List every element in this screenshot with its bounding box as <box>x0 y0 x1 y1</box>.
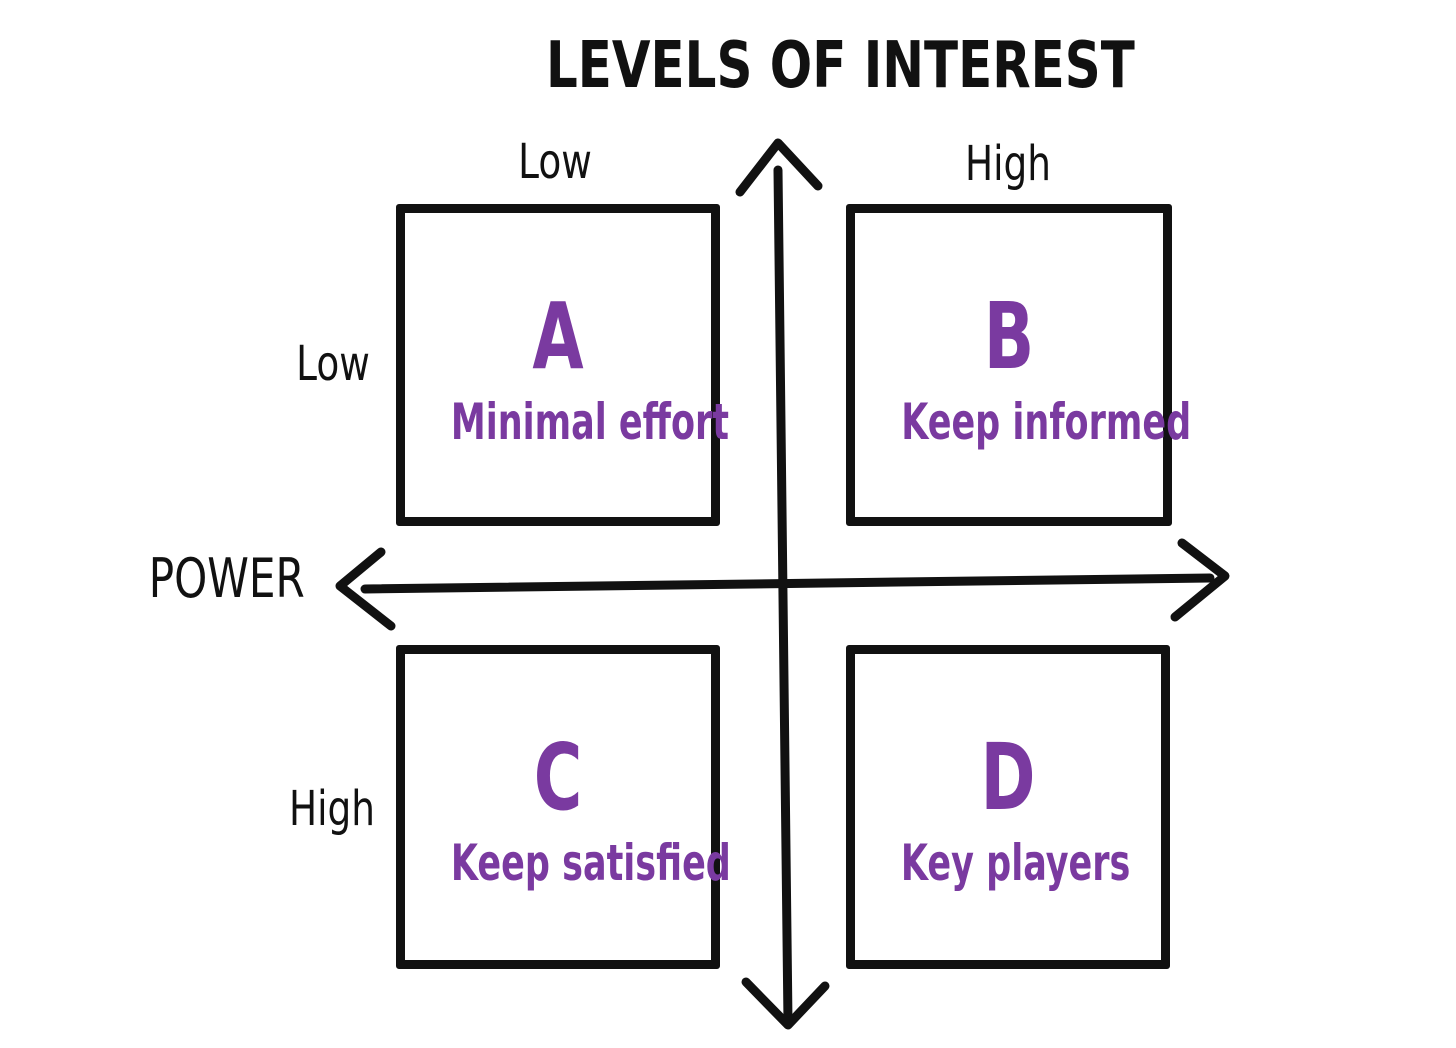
quadrant-b-letter: B <box>983 283 1035 390</box>
horizontal-axis-arrowhead-left <box>335 547 396 631</box>
diagram-title: LEVELS OF INTEREST <box>546 29 1135 103</box>
quadrant-c-label: Keep satisfied <box>450 834 731 892</box>
vertical-axis-arrowhead-up <box>735 138 823 197</box>
power-low-label: Low <box>296 336 370 392</box>
horizontal-axis-line <box>360 573 1215 594</box>
quadrant-a-letter: A <box>532 283 584 390</box>
power-high-label: High <box>288 781 376 837</box>
horizontal-axis-arrowhead-right <box>1170 538 1230 622</box>
quadrant-d-letter: D <box>980 724 1036 831</box>
power-axis-label: POWER <box>148 547 305 610</box>
interest-high-label: High <box>964 136 1052 192</box>
quadrant-d-label: Key players <box>900 834 1131 892</box>
quadrant-b-label: Keep informed <box>901 393 1192 451</box>
quadrant-d: D Key players <box>846 645 1170 969</box>
quadrant-a-label: Minimal effort <box>450 393 730 451</box>
vertical-axis-line <box>773 165 793 1027</box>
quadrant-c-letter: C <box>533 724 583 831</box>
quadrant-c: C Keep satisfied <box>396 645 731 969</box>
quadrant-a: A Minimal effort <box>396 204 730 526</box>
quadrant-b: B Keep informed <box>846 204 1192 526</box>
interest-low-label: Low <box>518 134 592 190</box>
vertical-axis-arrowhead-down <box>741 977 830 1030</box>
